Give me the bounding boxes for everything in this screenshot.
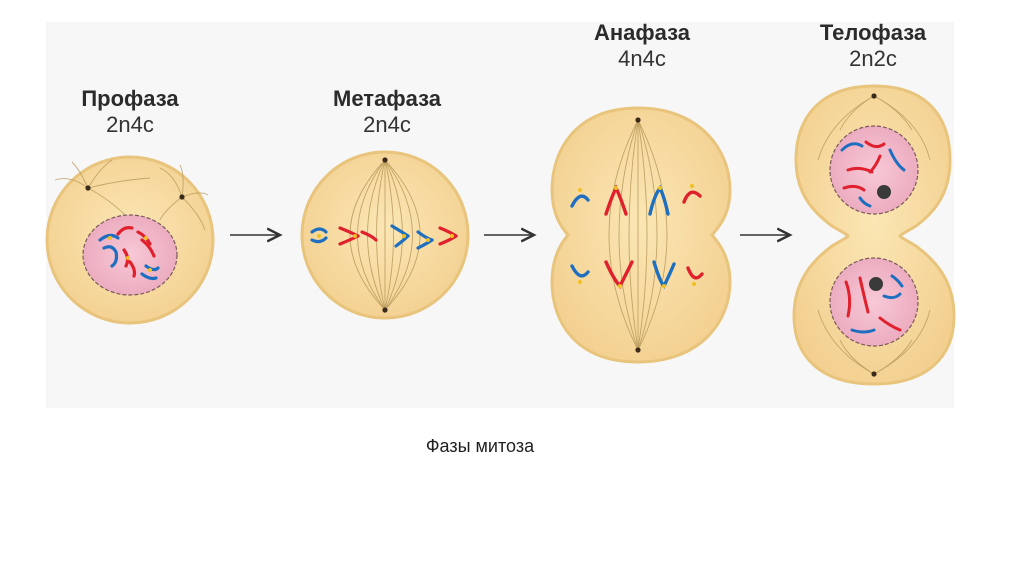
phase-name: Профаза — [81, 86, 179, 111]
phase-formula: 2n2c — [849, 46, 897, 71]
label-metaphase: Метафаза 2n4c — [302, 86, 472, 138]
telophase-cell — [792, 84, 956, 386]
centrosome — [871, 93, 877, 99]
phase-name: Анафаза — [593, 20, 691, 45]
nucleus — [829, 257, 919, 347]
phase-formula: 4n4c — [618, 46, 666, 71]
label-prophase: Профаза 2n4c — [45, 86, 215, 138]
centrosome — [382, 307, 388, 313]
centrosome — [635, 347, 641, 353]
anaphase-cell — [550, 106, 732, 364]
prophase-cell — [45, 155, 215, 325]
nucleolus — [877, 185, 891, 199]
phase-formula: 2n4c — [106, 112, 154, 137]
label-telophase: Телофаза 2n2c — [788, 20, 958, 72]
centrosome — [871, 371, 877, 377]
centrosome — [179, 194, 185, 200]
aster-fibers — [817, 95, 931, 375]
centrosome — [635, 117, 641, 123]
phase-formula: 2n4c — [363, 112, 411, 137]
telophase-chromosomes-bottom — [844, 274, 904, 334]
phase-name: Метафаза — [333, 86, 441, 111]
aster-fibers — [54, 159, 209, 231]
figure-caption: Фазы митоза — [425, 436, 535, 456]
telophase-chromosomes-top — [840, 140, 906, 208]
spindle-fibers — [608, 119, 668, 351]
phase-name: Телофаза — [819, 20, 927, 45]
nucleolus — [869, 277, 883, 291]
centrosome — [85, 185, 91, 191]
label-anaphase: Анафаза 4n4c — [557, 20, 727, 72]
metaphase-cell — [300, 150, 470, 320]
nucleus — [829, 125, 919, 215]
centrosome — [382, 157, 388, 163]
metaphase-chromosomes — [310, 224, 458, 250]
